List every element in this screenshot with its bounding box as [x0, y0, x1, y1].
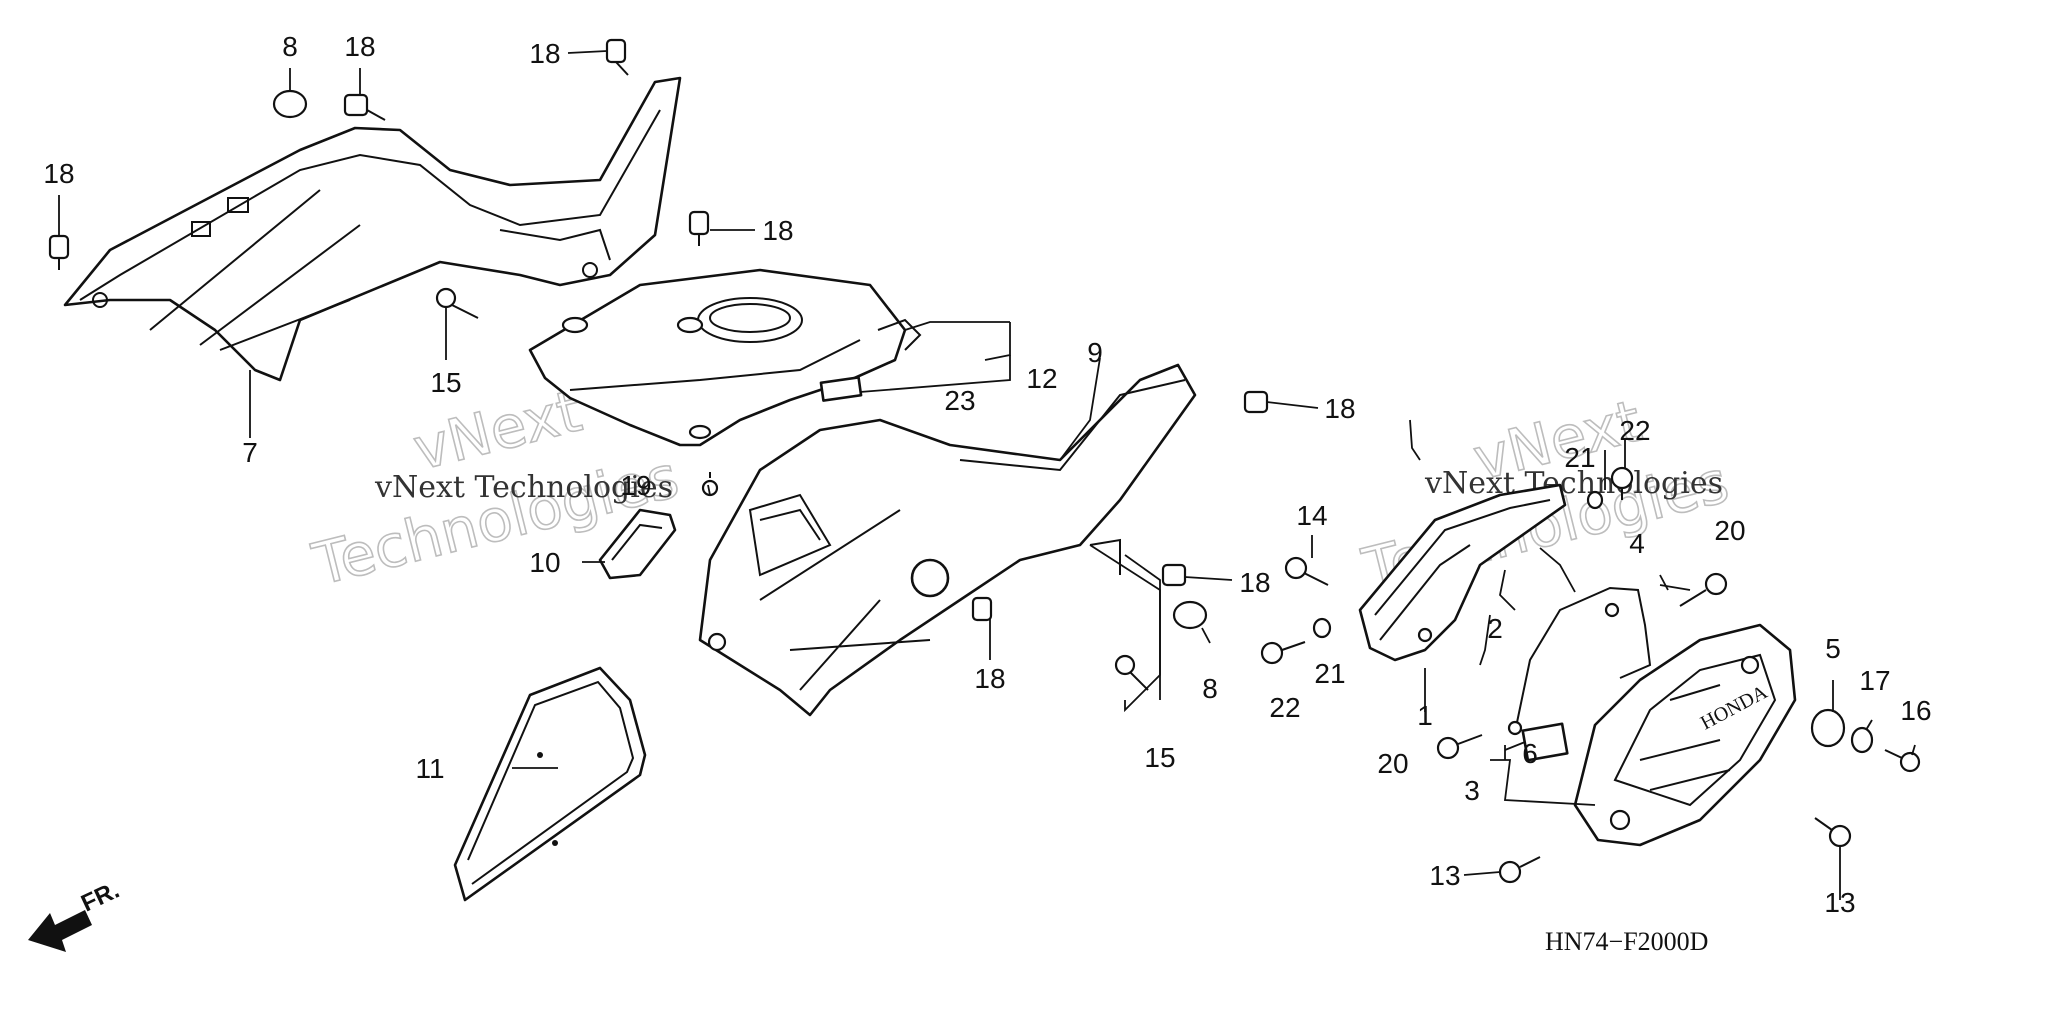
- part-4-wire-bracket: [1507, 586, 1652, 736]
- watermark-line: vNext Technologies: [374, 470, 673, 505]
- part-9-right-side-cover: [698, 363, 1197, 717]
- clip-18-d: [688, 210, 710, 246]
- label-17: 17: [1859, 665, 1890, 696]
- label-22: 22: [1619, 415, 1650, 446]
- washer-21-a: [1312, 617, 1332, 639]
- grommet-8-b: [1172, 600, 1208, 630]
- bolt-14: [1284, 556, 1329, 586]
- label-8: 8: [282, 31, 298, 62]
- bolt-15-b: [1114, 654, 1149, 691]
- bolt-15-a: [435, 287, 479, 319]
- part-10-bracket: [598, 508, 677, 580]
- label-13: 13: [1824, 887, 1855, 918]
- label-16: 16: [1900, 695, 1931, 726]
- label-5: 5: [1825, 633, 1841, 664]
- part-labels: 8 18 18 18 18 7 15 9 12 23 18 19 10 18 1…: [43, 31, 1931, 918]
- label-22: 22: [1269, 692, 1300, 723]
- label-20: 20: [1714, 515, 1745, 546]
- grommet-8-a: [272, 89, 308, 119]
- label-12: 12: [1026, 363, 1057, 394]
- part-1-bracket: [1358, 483, 1567, 662]
- bolt-22-a: [1260, 641, 1306, 665]
- diagram-code: HN74−F2000D: [1545, 927, 1708, 956]
- part-7-left-side-cover: [63, 76, 682, 382]
- part-23-pad: [819, 376, 863, 402]
- watermark-line: vNext Technologies: [1424, 466, 1723, 501]
- label-18: 18: [43, 158, 74, 189]
- label-20: 20: [1377, 748, 1408, 779]
- label-9: 9: [1087, 337, 1103, 368]
- bolt-16: [1884, 749, 1921, 773]
- label-1: 1: [1417, 700, 1433, 731]
- label-2: 2: [1487, 613, 1503, 644]
- nut-5: [1810, 708, 1846, 748]
- clip-18-a: [48, 234, 70, 270]
- label-15: 15: [1144, 742, 1175, 773]
- washer-21-b: [1586, 490, 1604, 510]
- label-6: 6: [1522, 738, 1538, 769]
- label-11: 11: [415, 753, 444, 784]
- part-11-panel: [453, 666, 647, 902]
- label-4: 4: [1629, 528, 1645, 559]
- bolt-20-a: [1679, 572, 1728, 607]
- clip-18-g: [971, 596, 993, 622]
- label-8: 8: [1202, 673, 1218, 704]
- clip-18-b: [343, 93, 386, 121]
- part-12-center-tray: [528, 268, 922, 447]
- part-3-honda-cover: HONDA: [1573, 623, 1797, 847]
- bolt-22-b: [1610, 466, 1634, 500]
- washer-17: [1850, 726, 1874, 754]
- label-21: 21: [1564, 442, 1595, 473]
- bolt-20-b: [1436, 734, 1483, 760]
- label-14: 14: [1296, 500, 1327, 531]
- label-18: 18: [762, 215, 793, 246]
- label-7: 7: [242, 437, 258, 468]
- label-10: 10: [529, 547, 560, 578]
- label-18: 18: [529, 38, 560, 69]
- clip-18-e: [1243, 390, 1269, 414]
- label-13: 13: [1429, 860, 1460, 891]
- label-3: 3: [1464, 775, 1480, 806]
- leader-lines: [58, 50, 1916, 900]
- label-18: 18: [974, 663, 1005, 694]
- label-18: 18: [1239, 567, 1270, 598]
- label-18: 18: [1324, 393, 1355, 424]
- label-19: 19: [620, 470, 651, 501]
- bolt-13-b: [1814, 817, 1852, 848]
- clip-18-f: [1161, 563, 1187, 587]
- label-15: 15: [430, 367, 461, 398]
- bolt-13-a: [1498, 856, 1541, 884]
- label-18: 18: [344, 31, 375, 62]
- clip-18-c: [605, 38, 629, 76]
- label-21: 21: [1314, 658, 1345, 689]
- part-6-pad: [1521, 722, 1569, 762]
- front-direction-arrow: FR.: [28, 877, 124, 952]
- fasteners: [48, 38, 1921, 884]
- label-23: 23: [944, 385, 975, 416]
